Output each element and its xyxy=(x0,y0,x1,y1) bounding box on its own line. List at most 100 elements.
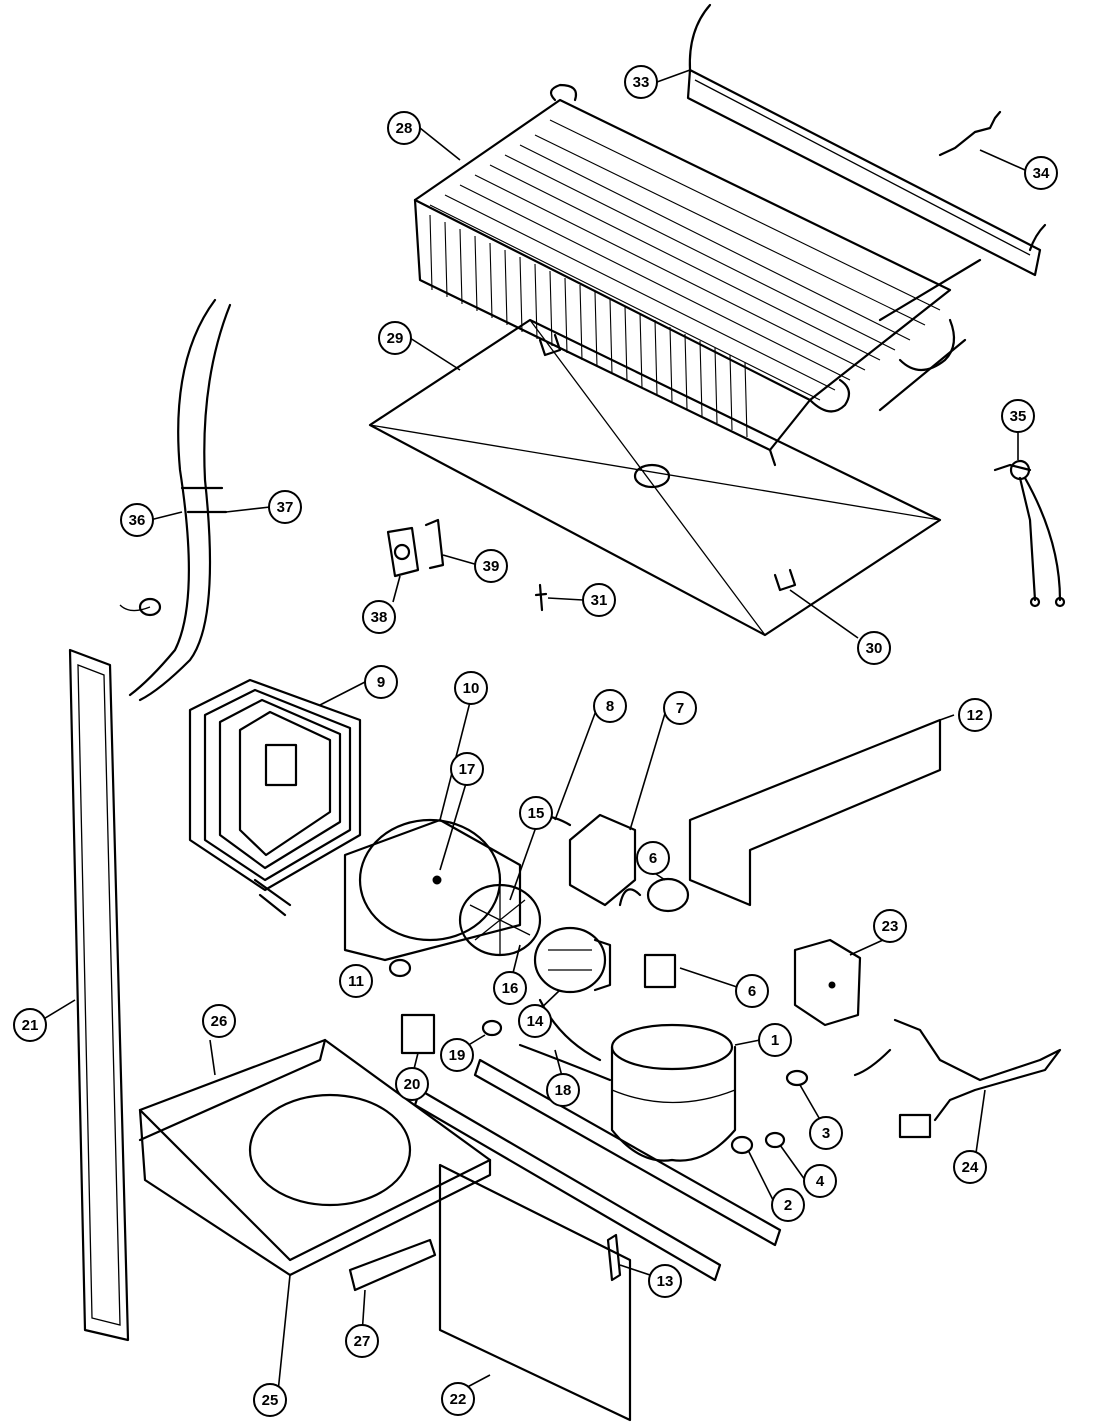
svg-text:17: 17 xyxy=(459,761,476,778)
callout-7: 7 xyxy=(663,691,697,725)
callout-28: 28 xyxy=(387,111,421,145)
callout-13: 13 xyxy=(648,1264,682,1298)
svg-text:25: 25 xyxy=(262,1392,279,1409)
callout-12: 12 xyxy=(958,698,992,732)
svg-text:37: 37 xyxy=(277,499,294,516)
svg-text:2: 2 xyxy=(784,1197,792,1214)
svg-text:15: 15 xyxy=(528,805,545,822)
svg-text:27: 27 xyxy=(354,1333,371,1350)
svg-text:7: 7 xyxy=(676,700,684,717)
svg-text:24: 24 xyxy=(962,1159,979,1176)
part-evaporator xyxy=(188,678,362,917)
svg-text:19: 19 xyxy=(449,1047,466,1064)
part-drain-pan xyxy=(368,318,942,637)
callout-31: 31 xyxy=(582,583,616,617)
svg-text:6: 6 xyxy=(748,983,756,1000)
svg-text:33: 33 xyxy=(633,74,650,91)
callout-1: 1 xyxy=(758,1023,792,1057)
svg-text:9: 9 xyxy=(377,674,385,691)
svg-text:8: 8 xyxy=(606,698,614,715)
svg-text:31: 31 xyxy=(591,592,608,609)
callout-16: 16 xyxy=(493,971,527,1005)
part-side-panel xyxy=(68,648,130,1342)
part-grommets xyxy=(386,518,445,578)
svg-text:10: 10 xyxy=(463,680,480,697)
callout-24: 24 xyxy=(953,1150,987,1184)
part-harness-right xyxy=(993,459,1066,608)
svg-text:3: 3 xyxy=(822,1125,830,1142)
svg-text:30: 30 xyxy=(866,640,883,657)
callout-36: 36 xyxy=(120,503,154,537)
svg-text:1: 1 xyxy=(771,1032,779,1049)
part-compressor xyxy=(518,998,737,1162)
callout-38: 38 xyxy=(362,600,396,634)
part-cover-plate xyxy=(438,1163,632,1422)
callout-6-upper: 6 xyxy=(636,841,670,875)
part-fan-blade xyxy=(458,883,542,957)
callout-35: 35 xyxy=(1001,399,1035,433)
part-base-pan xyxy=(138,1038,492,1277)
svg-text:22: 22 xyxy=(450,1391,467,1408)
callout-37: 37 xyxy=(268,490,302,524)
part-fan-shroud xyxy=(343,818,522,962)
svg-text:20: 20 xyxy=(404,1076,421,1093)
callout-19: 19 xyxy=(440,1038,474,1072)
svg-text:21: 21 xyxy=(22,1017,39,1034)
part-timer xyxy=(793,938,862,1027)
svg-text:13: 13 xyxy=(657,1273,674,1290)
callout-6-lower: 6 xyxy=(735,974,769,1008)
callout-21: 21 xyxy=(13,1008,47,1042)
svg-text:36: 36 xyxy=(129,512,146,529)
part-cover xyxy=(688,718,942,907)
callout-9: 9 xyxy=(364,665,398,699)
callout-18: 18 xyxy=(546,1073,580,1107)
svg-text:34: 34 xyxy=(1033,165,1050,182)
part-capacitor xyxy=(618,877,690,989)
svg-text:39: 39 xyxy=(483,558,500,575)
part-clip xyxy=(606,1233,622,1282)
callout-2: 2 xyxy=(771,1188,805,1222)
svg-text:4: 4 xyxy=(816,1173,825,1190)
callout-10: 10 xyxy=(454,671,488,705)
callout-11: 11 xyxy=(339,964,373,998)
callout-27: 27 xyxy=(345,1324,379,1358)
svg-text:23: 23 xyxy=(882,918,899,935)
part-fan-motor xyxy=(533,926,612,994)
callout-33: 33 xyxy=(624,65,658,99)
callout-14: 14 xyxy=(518,1004,552,1038)
part-mount-grommets xyxy=(730,1069,809,1155)
svg-text:29: 29 xyxy=(387,330,404,347)
callout-23: 23 xyxy=(873,909,907,943)
part-power-cord xyxy=(853,1018,1062,1139)
callout-3: 3 xyxy=(809,1116,843,1150)
callout-17: 17 xyxy=(450,752,484,786)
svg-text:16: 16 xyxy=(502,980,519,997)
callout-15: 15 xyxy=(519,796,553,830)
callout-leaders xyxy=(36,69,1026,1393)
callout-30: 30 xyxy=(857,631,891,665)
callout-20: 20 xyxy=(395,1067,429,1101)
svg-text:18: 18 xyxy=(555,1082,572,1099)
part-bracket-top xyxy=(686,3,1047,277)
callout-8: 8 xyxy=(593,689,627,723)
svg-text:6: 6 xyxy=(649,850,657,867)
callout-34: 34 xyxy=(1024,156,1058,190)
callout-26: 26 xyxy=(202,1004,236,1038)
svg-text:26: 26 xyxy=(211,1013,228,1030)
part-tubing-left xyxy=(119,298,232,702)
callout-29: 29 xyxy=(378,321,412,355)
svg-text:38: 38 xyxy=(371,609,388,626)
part-screw xyxy=(534,583,548,612)
callout-25: 25 xyxy=(253,1383,287,1417)
callout-22: 22 xyxy=(441,1382,475,1416)
callout-4: 4 xyxy=(803,1164,837,1198)
svg-text:35: 35 xyxy=(1010,408,1027,425)
svg-text:12: 12 xyxy=(967,707,984,724)
svg-text:11: 11 xyxy=(348,973,364,990)
svg-text:14: 14 xyxy=(527,1013,544,1030)
part-small-components xyxy=(388,958,503,1055)
callout-39: 39 xyxy=(474,549,508,583)
svg-text:28: 28 xyxy=(396,120,413,137)
part-condenser-coil xyxy=(413,83,982,467)
